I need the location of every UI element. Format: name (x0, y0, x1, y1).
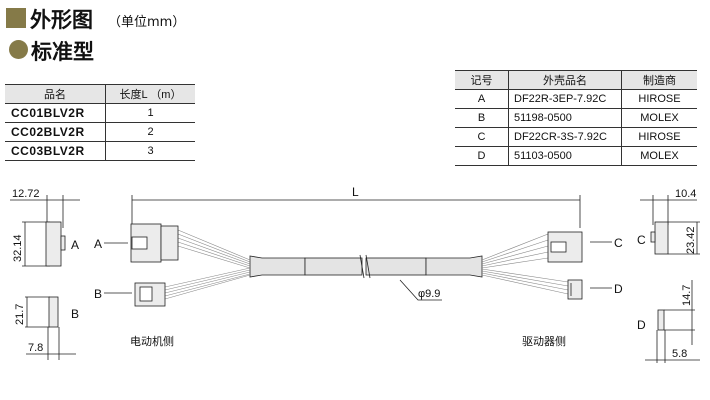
col-header: 外壳品名 (508, 70, 622, 90)
mark: D (455, 146, 509, 166)
connector-b (134, 282, 166, 307)
cable (249, 254, 483, 279)
col-header: 记号 (455, 70, 509, 90)
length: 1 (105, 103, 195, 123)
mark: B (455, 108, 509, 128)
mark: C (455, 127, 509, 147)
view-label-b: B (71, 307, 79, 321)
label-b: B (94, 287, 102, 301)
col-header: 品名 (5, 84, 106, 104)
dim-c-width: 10.4 (675, 188, 696, 200)
col-header: 制造商 (621, 70, 697, 90)
view-label-c: C (637, 233, 646, 247)
page-title: 外形图 (30, 8, 93, 32)
dim-a-width: 12.72 (12, 188, 40, 200)
wires (164, 229, 569, 300)
housing: DF22R-3EP-7.92C (508, 89, 622, 109)
col-header: 长度L （m） (105, 84, 195, 104)
length: 2 (105, 122, 195, 142)
maker: MOLEX (621, 146, 697, 166)
motor-side-label: 电动机侧 (130, 334, 174, 348)
title-square-icon (6, 8, 26, 28)
dim-a-height: 32.14 (12, 234, 24, 262)
label-a: A (94, 237, 102, 251)
label-c: C (614, 236, 623, 250)
maker: HIROSE (621, 127, 697, 147)
dim-d-height: 14.7 (681, 285, 693, 306)
mark: A (455, 89, 509, 109)
view-d (645, 280, 700, 363)
callout-arrows (104, 241, 612, 301)
connector-a (130, 223, 179, 263)
length: 3 (105, 141, 195, 161)
unit-note: （单位mm） (108, 15, 186, 30)
dim-b-width: 7.8 (28, 342, 43, 354)
housing: 51103-0500 (508, 146, 622, 166)
part-number: CC02BLV2R (5, 122, 106, 142)
label-d: D (614, 282, 623, 296)
part-number: CC03BLV2R (5, 141, 106, 161)
driver-side-label: 驱动器侧 (522, 335, 566, 348)
connector-c (547, 231, 583, 263)
diameter-label: φ9.9 (418, 288, 440, 300)
length-label: L (352, 185, 359, 199)
part-number: CC01BLV2R (5, 103, 106, 123)
maker: MOLEX (621, 108, 697, 128)
dim-c-height: 23.42 (685, 226, 697, 254)
housing: 51198-0500 (508, 108, 622, 128)
view-label-d: D (637, 318, 646, 332)
subtitle: 标准型 (31, 40, 94, 64)
dim-b-height: 21.7 (14, 304, 26, 325)
view-c (640, 195, 700, 255)
view-label-a: A (71, 238, 79, 252)
view-b (25, 296, 76, 360)
dim-d-width: 5.8 (672, 348, 687, 360)
view-a (10, 195, 80, 267)
subtitle-circle-icon (9, 40, 28, 59)
maker: HIROSE (621, 89, 697, 109)
connector-d (567, 279, 583, 300)
housing: DF22CR-3S-7.92C (508, 127, 622, 147)
